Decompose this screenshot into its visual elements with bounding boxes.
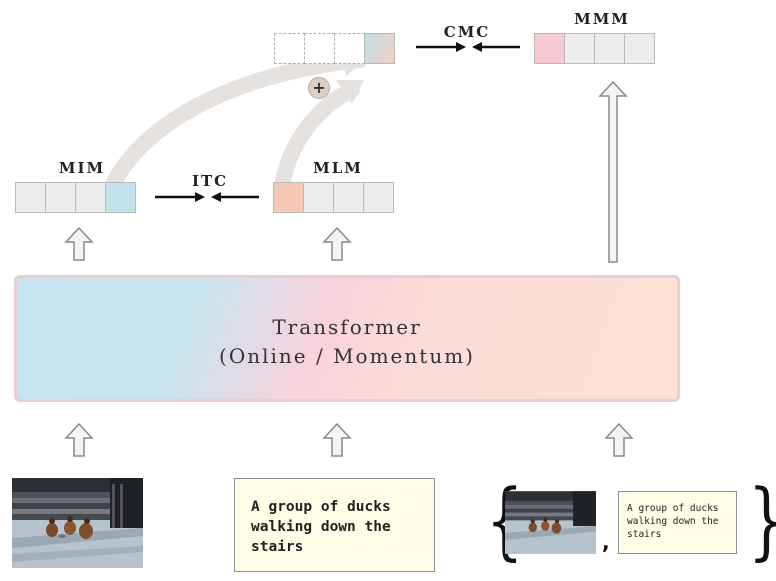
tall-up-arrow-icon [598,80,628,263]
token [363,182,394,213]
token [624,33,655,64]
transformer-subtitle: (Online / Momentum) [219,344,475,368]
mmm-label: MMM [574,10,630,28]
mlm-label: MLM [313,159,363,177]
up-arrow-icon [64,226,94,261]
pair-caption-text: A group of ducks walking down the stairs [627,503,719,540]
close-brace: } [748,470,776,570]
token [304,33,335,64]
up-arrow-icon [64,422,94,457]
token [75,182,106,213]
token [105,182,136,213]
fused-token [364,33,395,64]
token [534,33,565,64]
transformer-title: Transformer [272,315,422,339]
pair-separator: , [602,530,610,554]
mmm-token-row [534,33,655,64]
token [334,33,365,64]
itc-double-arrow [155,192,259,202]
pair-caption-box: A group of ducks walking down the stairs [618,491,737,554]
transformer-block: Transformer (Online / Momentum) [14,275,680,402]
token [333,182,364,213]
up-arrow-icon [322,422,352,457]
mlm-token-row [273,182,394,213]
cmc-label: CMC [443,23,491,41]
mim-token-row [15,182,136,213]
cmc-token-row [274,33,395,64]
token [303,182,334,213]
token [273,182,304,213]
caption-text-box: A group of ducks walking down the stairs [234,478,435,572]
token [594,33,625,64]
token [564,33,595,64]
ducks-image-small [505,491,596,554]
plus-icon: + [308,77,330,99]
up-arrow-icon [322,226,352,261]
caption-text: A group of ducks walking down the stairs [251,499,391,555]
token [45,182,76,213]
token [15,182,46,213]
mim-label: MIM [58,159,106,177]
token [274,33,305,64]
cmc-double-arrow [416,42,520,52]
ducks-image [12,478,143,568]
up-arrow-icon [604,422,634,457]
itc-label: ITC [191,172,229,190]
